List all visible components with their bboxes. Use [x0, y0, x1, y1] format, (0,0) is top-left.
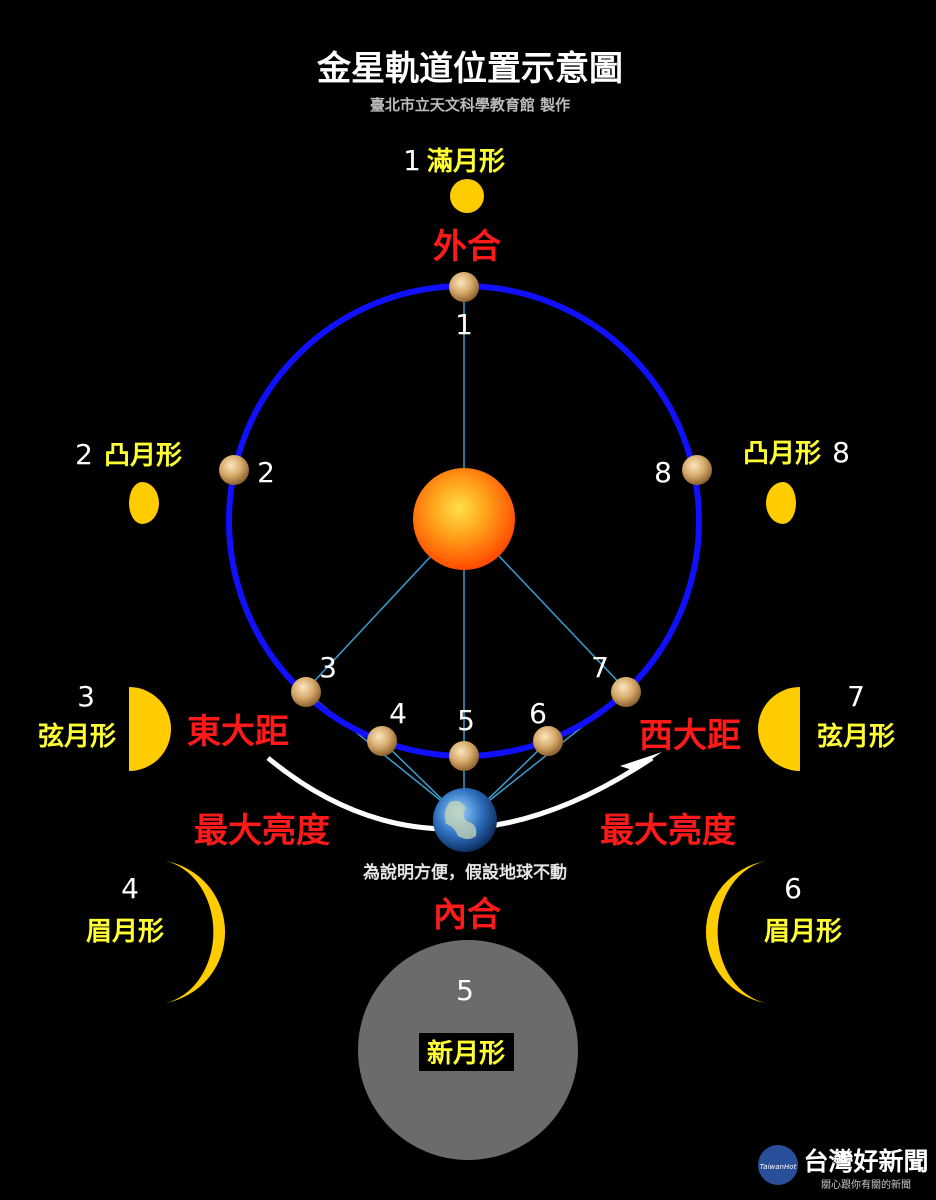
- phase-2-name: 凸月形: [104, 441, 182, 471]
- earth-landmass: [444, 800, 477, 839]
- orbit-number-6: 6: [529, 697, 547, 730]
- phase-6-crescent: [705, 861, 766, 1003]
- phase-1-number: 1: [403, 144, 421, 177]
- logo-mark-icon: [758, 1145, 798, 1185]
- phase-3-quarter: [129, 687, 171, 771]
- greatest-west-elongation-label: 西大距: [639, 716, 741, 756]
- phase-8-number: 8: [832, 436, 850, 469]
- venus-positions: [219, 272, 712, 771]
- phase-8-name: 凸月形: [743, 439, 821, 469]
- orbit-number-2: 2: [257, 456, 275, 489]
- phase-5-number: 5: [456, 974, 474, 1007]
- phase-3-number: 3: [77, 680, 95, 713]
- venus-position-8: [682, 455, 712, 485]
- max-brightness-left-label: 最大亮度: [194, 811, 330, 851]
- superior-conjunction-label: 外合: [433, 227, 501, 267]
- greatest-east-elongation-label: 東大距: [187, 712, 289, 752]
- venus-position-6: [533, 726, 563, 756]
- orbit-number-4: 4: [389, 697, 407, 730]
- venus-position-3: [291, 677, 321, 707]
- phase-2-gibbous: [129, 482, 159, 524]
- phase-4-name: 眉月形: [86, 917, 164, 947]
- orbit-number-8: 8: [654, 456, 672, 489]
- phase-1-name: 滿月形: [427, 147, 505, 177]
- phase-7-name: 弦月形: [817, 722, 895, 752]
- watermark-logo: TaiwanHot 台灣好新聞 關心跟你有關的新聞: [758, 1145, 929, 1191]
- phase-7-number: 7: [847, 680, 865, 713]
- max-brightness-right-label: 最大亮度: [600, 811, 736, 851]
- venus-position-2: [219, 455, 249, 485]
- venus-position-4: [367, 726, 397, 756]
- orbit-number-1: 1: [455, 308, 473, 341]
- orbit-number-3: 3: [319, 651, 337, 684]
- orbit-number-5: 5: [457, 704, 475, 737]
- orbit-number-7: 7: [591, 651, 609, 684]
- venus-position-1: [449, 272, 479, 302]
- logo-name: 台灣好新聞: [803, 1147, 928, 1176]
- logo-mark-text: TaiwanHot: [760, 1163, 797, 1171]
- sun: [413, 468, 515, 570]
- inferior-conjunction-label: 內合: [433, 895, 501, 935]
- page-subtitle: 臺北市立天文科學教育館 製作: [370, 96, 570, 114]
- venus-position-5: [449, 741, 479, 771]
- phase-6-name: 眉月形: [764, 917, 842, 947]
- phase-3-name: 弦月形: [38, 722, 116, 752]
- phase-4-crescent: [165, 861, 226, 1003]
- phase-4-number: 4: [121, 872, 139, 905]
- phase-5-name: 新月形: [427, 1038, 505, 1069]
- arrow-head-icon: [616, 752, 662, 783]
- venus-position-7: [611, 677, 641, 707]
- assumption-note: 為說明方便，假設地球不動: [363, 862, 567, 883]
- phase-5-name-box: [419, 1033, 514, 1071]
- phase-8-gibbous: [766, 482, 796, 524]
- phase-1-full-disc: [450, 179, 484, 213]
- logo-tagline: 關心跟你有關的新聞: [821, 1178, 911, 1191]
- phase-2-number: 2: [75, 438, 93, 471]
- phase-7-quarter: [758, 687, 800, 771]
- page-title: 金星軌道位置示意圖: [316, 49, 623, 89]
- phase-6-number: 6: [784, 872, 802, 905]
- orbit-position-numbers: 1 2 3 4 5 6 7 8: [257, 308, 672, 737]
